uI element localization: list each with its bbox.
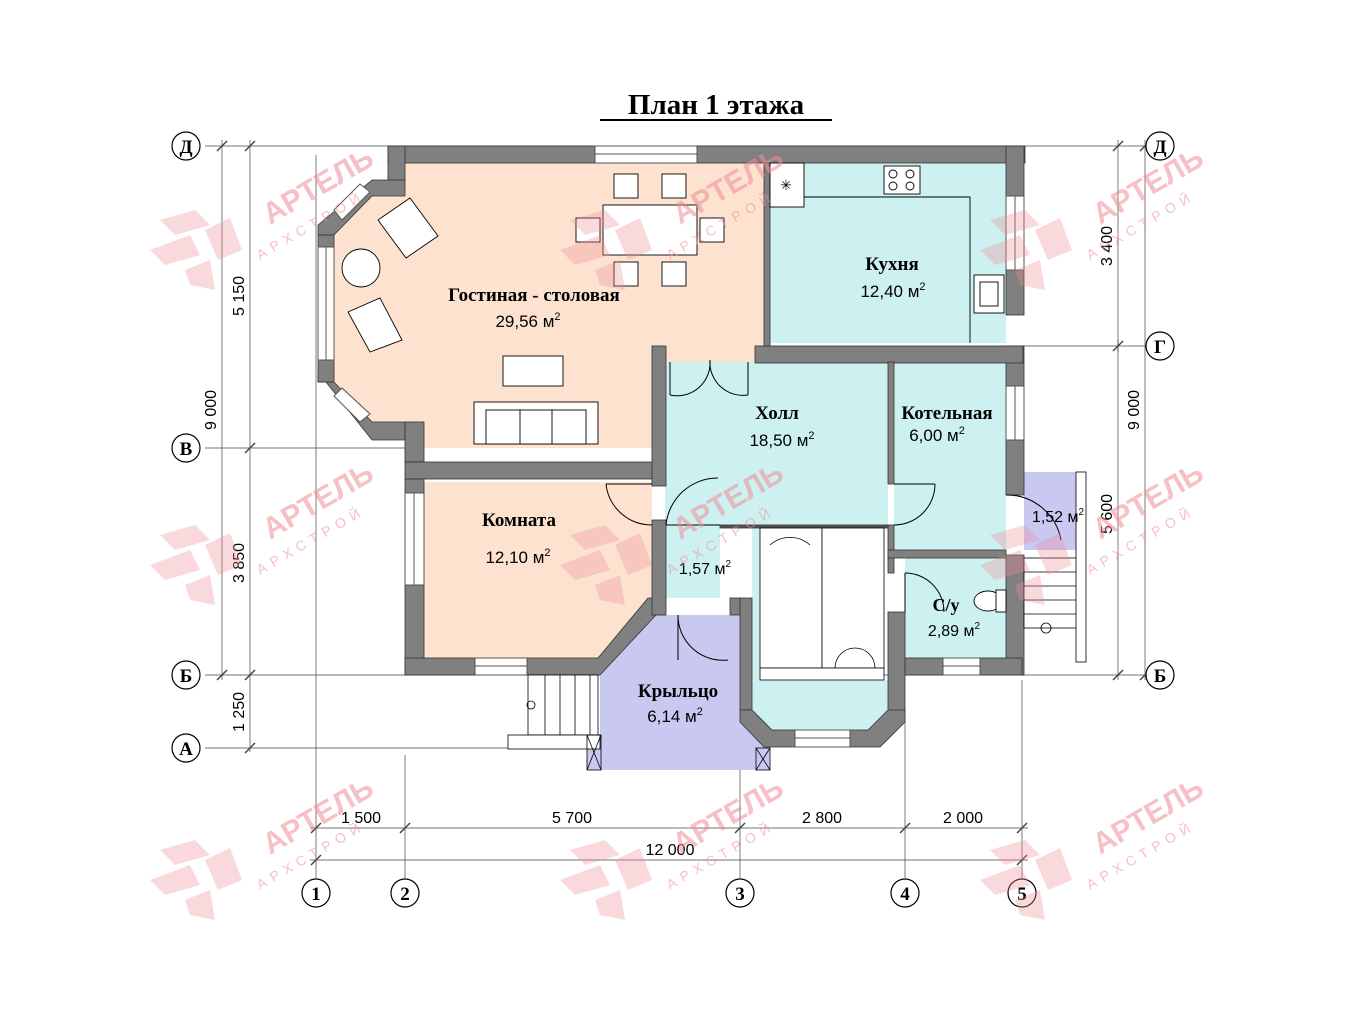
svg-text:6,14 м2: 6,14 м2 (647, 706, 703, 726)
axis-5: 5 (1017, 884, 1027, 905)
boiler-room-name: Котельная (901, 403, 992, 424)
living-room-name: Гостиная - столовая (448, 285, 620, 306)
svg-text:6,00 м2: 6,00 м2 (909, 425, 965, 445)
dim-bottom-2000: 2 000 (943, 810, 983, 827)
axis-B-left: Б (180, 666, 193, 687)
armchair-2 (347, 297, 403, 353)
dim-right-9000: 9 000 (1126, 390, 1143, 430)
dim-right-5600: 5 600 (1099, 494, 1116, 534)
axis-G-right: Г (1154, 337, 1166, 358)
dim-left-9000: 9 000 (203, 390, 220, 430)
room-name: Комната (482, 510, 556, 531)
dim-bottom-2800: 2 800 (802, 810, 842, 827)
axis-A-left: А (179, 739, 193, 760)
round-table (341, 248, 381, 288)
dimension-lines (216, 140, 1151, 866)
hall-name: Холл (755, 403, 799, 424)
svg-text:12,10 м2: 12,10 м2 (485, 547, 550, 567)
windows (317, 145, 1025, 748)
porch-fill (587, 615, 770, 770)
porch-area: 6,14 м (647, 707, 697, 726)
axis-V-left: В (180, 439, 193, 460)
axis-2: 2 (400, 884, 410, 905)
dim-bottom-5700: 5 700 (552, 810, 592, 827)
dim-bottom-1500: 1 500 (341, 810, 381, 827)
svg-text:1,52 м2: 1,52 м2 (1032, 507, 1085, 526)
axis-B-right: Б (1154, 666, 1167, 687)
kitchen-name: Кухня (865, 254, 919, 275)
stove (883, 165, 921, 195)
coffee-table (502, 355, 564, 387)
plan-title: План 1 этажа (628, 89, 805, 121)
svg-text:1,57 м2: 1,57 м2 (679, 559, 732, 578)
bathroom-name: С/у (933, 595, 960, 615)
svg-text:2,89 м2: 2,89 м2 (928, 621, 981, 640)
axis-D-right: Д (1153, 137, 1166, 158)
axis-D-left: Д (179, 137, 192, 158)
dim-left-1250: 1 250 (231, 692, 248, 732)
kitchen-area: 12,40 м (860, 282, 919, 301)
stairs (507, 471, 1087, 771)
room-fill (424, 482, 652, 658)
walls (317, 145, 1026, 748)
axis-3: 3 (735, 884, 745, 905)
room-labels: Гостиная - столовая 29,56 м2 Кухня 12,40… (448, 254, 1084, 726)
room-area: 12,10 м (485, 548, 544, 567)
bathroom-area: 2,89 м (928, 623, 975, 640)
axis-4: 4 (900, 884, 910, 905)
axis-1: 1 (311, 884, 321, 905)
vestibule-area: 1,57 м (679, 561, 726, 578)
svg-text:18,50 м2: 18,50 м2 (749, 430, 814, 450)
svg-text:12,40 м2: 12,40 м2 (860, 281, 925, 301)
axis-letters: Д Д Г В Б Б А (171, 131, 1175, 763)
entry-area: 1,52 м (1032, 509, 1079, 526)
armchair-1 (377, 197, 439, 259)
porch-name: Крыльцо (638, 681, 718, 702)
boiler-room-area: 6,00 м (909, 426, 959, 445)
svg-text:29,56 м2: 29,56 м2 (495, 311, 560, 331)
hall-area: 18,50 м (749, 431, 808, 450)
dim-left-5150: 5 150 (231, 276, 248, 316)
living-room-area: 29,56 м (495, 312, 554, 331)
doors (605, 359, 1062, 661)
hood-icon: ✳ (780, 177, 792, 193)
dim-right-3400: 3 400 (1099, 226, 1116, 266)
dim-bottom-12000: 12 000 (646, 842, 695, 859)
dimension-labels: 5 150 9 000 3 850 1 250 3 400 9 000 5 60… (203, 226, 1143, 859)
boiler-room-fill (894, 362, 1006, 550)
